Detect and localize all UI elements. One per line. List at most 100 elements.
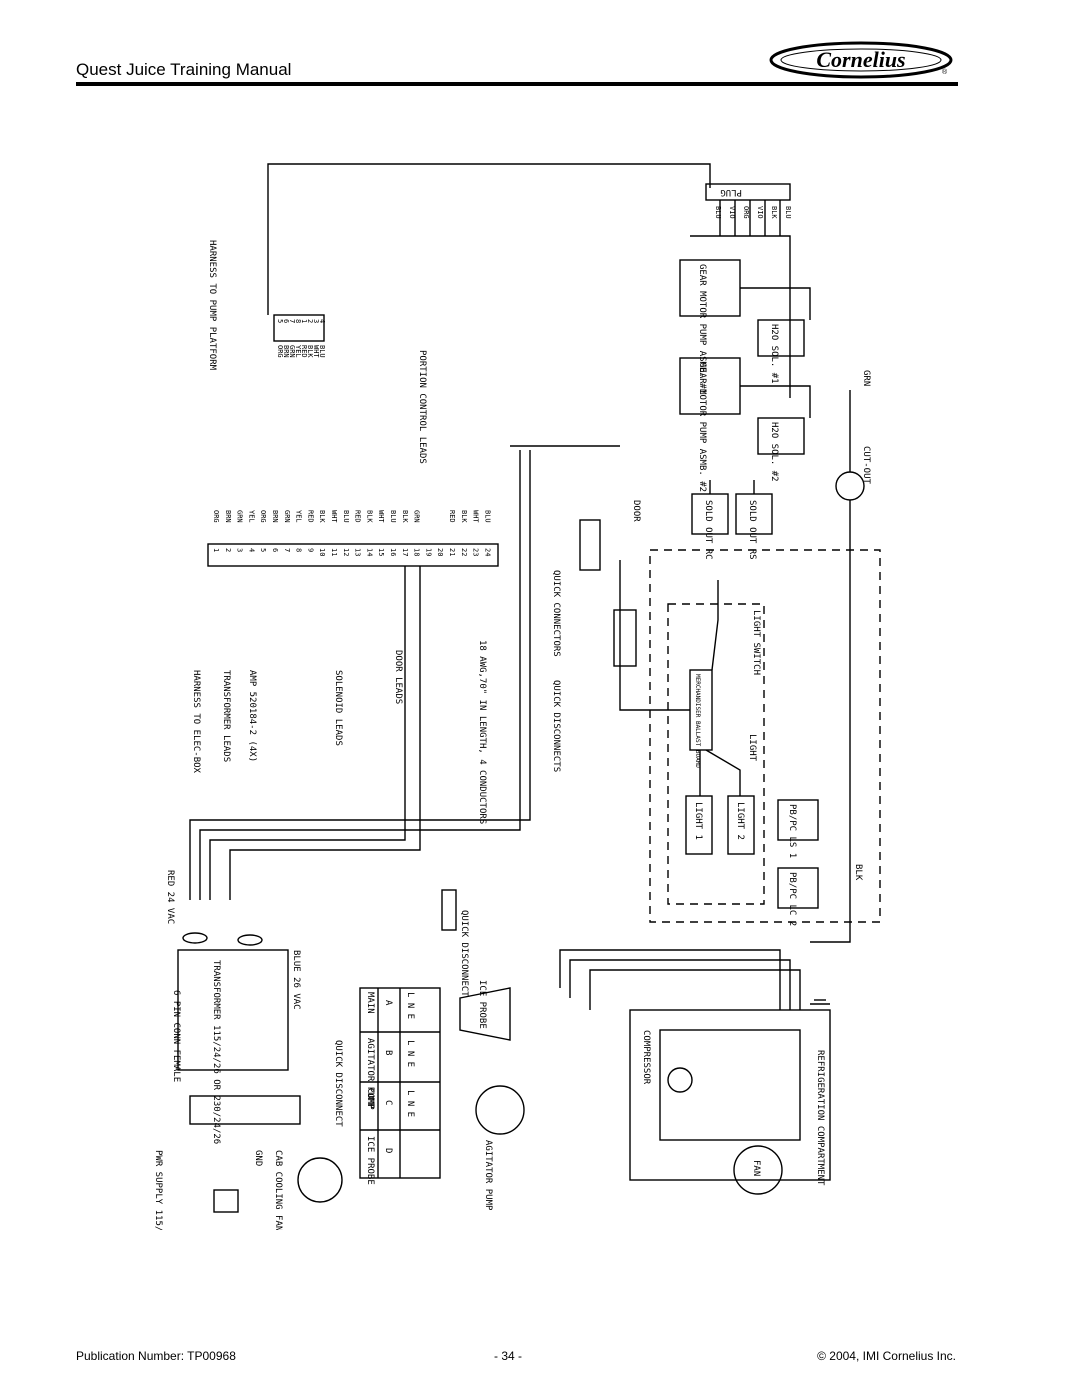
wire-label: YEL: [295, 510, 303, 523]
wire-label: BLK: [365, 510, 373, 523]
label-door: DOOR: [631, 500, 641, 522]
wire-label: GRN: [288, 345, 296, 358]
pin-label: 4: [318, 319, 326, 323]
logo-mark: ®: [942, 68, 948, 76]
wire-label: ORG: [259, 510, 267, 523]
pin-label: 3: [312, 319, 320, 323]
label-blk: BLK: [853, 864, 863, 881]
label-main: MAIN: [365, 992, 375, 1014]
label-agitator-row: AGITATOR PUMP: [365, 1038, 375, 1109]
label-transformer-leads: TRANSFORMER LEADS: [221, 670, 231, 762]
pin-label: 13: [354, 548, 362, 556]
pin-label: 16: [389, 548, 397, 556]
wire-label: GRN: [413, 510, 421, 523]
wire-label: RED: [306, 510, 314, 523]
wire-label: BRN: [282, 345, 290, 358]
label-door-leads: DOOR LEADS: [393, 650, 403, 704]
pin-label: 7: [288, 319, 296, 323]
wire-label: BLU: [483, 510, 491, 523]
label-solenoid-leads: SOLENOID LEADS: [333, 670, 343, 746]
label-sold-out-rc: SOLD OUT RC: [703, 500, 713, 560]
label-gear-motor-1: GEAR MOTOR PUMP ASMB. #1: [697, 264, 707, 394]
wire-label: ORG: [742, 206, 750, 219]
wire-label: GRN: [236, 510, 244, 523]
label-compressor: COMPRESSOR: [641, 1030, 651, 1085]
label-letter-d: D: [383, 1148, 393, 1153]
pin-label: 15: [377, 548, 385, 556]
pin-label: 4: [247, 548, 255, 552]
wire-label: BRN: [271, 510, 279, 523]
label-refrigeration: REFRIGERATION COMPARTMENT: [815, 1050, 825, 1186]
label-light-box: LIGHT: [747, 734, 757, 762]
pin-label: 10: [318, 548, 326, 556]
wire-label: VIO: [728, 206, 736, 219]
pin-label: 21: [448, 548, 456, 556]
label-cab-fan: CAB COOLING FAN: [273, 1150, 283, 1230]
label-letter-a: A: [383, 1000, 393, 1006]
logo-text: Cornelius: [816, 47, 905, 72]
label-ice-row: ICE PROBE: [365, 1136, 375, 1185]
wire-label: VIO: [756, 206, 764, 219]
pin-label: 17: [401, 548, 409, 556]
label-quick-disconnect: QUICK DISCONNECT: [333, 1040, 343, 1127]
label-transformer: TRANSFORMER 115/24/26 OR 230/24/26: [211, 960, 221, 1144]
copyright: © 2004, IMI Cornelius Inc.: [817, 1349, 956, 1363]
label-comp-row: COMP: [365, 1088, 375, 1110]
label-light-switch: LIGHT SWITCH: [751, 610, 761, 675]
label-h2o-sol-1: H2O SOL. #1: [769, 324, 779, 384]
pin-label: 5: [259, 548, 267, 552]
label-harness-pump: HARNESS TO PUMP PLATFORM: [207, 240, 217, 371]
pin-label: 18: [413, 548, 421, 556]
label-harness-elec: HARNESS TO ELEC-BOX: [191, 670, 201, 774]
pin-label: 14: [365, 548, 373, 556]
pin-label: 6: [282, 319, 290, 323]
wire-label: BLK: [460, 510, 468, 523]
wire-label: ORG: [276, 345, 284, 358]
wire-label: BLK: [306, 345, 314, 358]
label-lne-1: L N E: [405, 992, 415, 1019]
pin-label: 9: [306, 548, 314, 552]
page-number: - 34 -: [494, 1349, 523, 1363]
pin-label: 3: [236, 548, 244, 552]
label-fan: FAN: [751, 1160, 761, 1176]
label-wire-spec: 18 AWG,70" IN LENGTH, 4 CONDUCTORS: [477, 640, 487, 824]
wire-label: BLK: [401, 510, 409, 523]
wire-label: BLU: [318, 345, 326, 358]
wire-label: BLU: [389, 510, 397, 523]
wire-label: WHT: [377, 510, 385, 523]
wire-label: RED: [354, 510, 362, 523]
label-amp-part: AMP 520184-2 (4X): [247, 670, 257, 762]
label-gear-motor-2: GEAR MOTOR PUMP ASMB. #2: [697, 362, 707, 492]
wire-label: BLU: [784, 206, 792, 219]
label-pb-pc-lc: PB/PC LC 2: [787, 872, 797, 926]
pin-label: 1: [300, 319, 308, 323]
pin-label: 12: [342, 548, 350, 556]
label-ice-probe: ICE PROBE: [477, 980, 487, 1029]
label-lne-3: L N E: [405, 1090, 415, 1117]
pin-label: 8: [295, 548, 303, 552]
label-letter-b: B: [383, 1050, 393, 1055]
pin-label: 2: [306, 319, 314, 323]
wire-label: BLU: [342, 510, 350, 523]
wire-label: YEL: [294, 345, 302, 358]
label-portion-control: PORTION CONTROL LEADS: [417, 350, 427, 464]
label-pwr-supply: PWR SUPPLY 115/60 OR 230/50: [153, 1150, 163, 1230]
label-light-1: LIGHT 1: [693, 802, 703, 840]
label-blue-26: BLUE 26 VAC: [291, 950, 301, 1010]
wire-label: RED: [300, 345, 308, 358]
wire-label: WHT: [312, 345, 320, 358]
label-ballast: MERCHANDISER BALLAST BOARD: [694, 674, 701, 768]
wire-label: WHT: [472, 510, 480, 523]
wire-label: BLK: [318, 510, 326, 523]
pin-label: 5: [276, 319, 284, 323]
cornelius-logo: Cornelius ®: [769, 41, 953, 79]
manual-title: Quest Juice Training Manual: [76, 60, 292, 79]
pin-label: 1: [212, 548, 220, 552]
wire-label: BLU: [714, 206, 722, 219]
label-six-pin: 6 PIN CONN FEMALE: [171, 990, 181, 1082]
wiring-diagram: HARNESS TO PUMP PLATFORM HARNESS TO ELEC…: [153, 163, 881, 1230]
wire-label: GRN: [283, 510, 291, 523]
pin-label: 11: [330, 548, 338, 556]
label-quick-connectors: QUICK CONNECTORS: [551, 570, 561, 657]
pin-label: 6: [271, 548, 279, 552]
